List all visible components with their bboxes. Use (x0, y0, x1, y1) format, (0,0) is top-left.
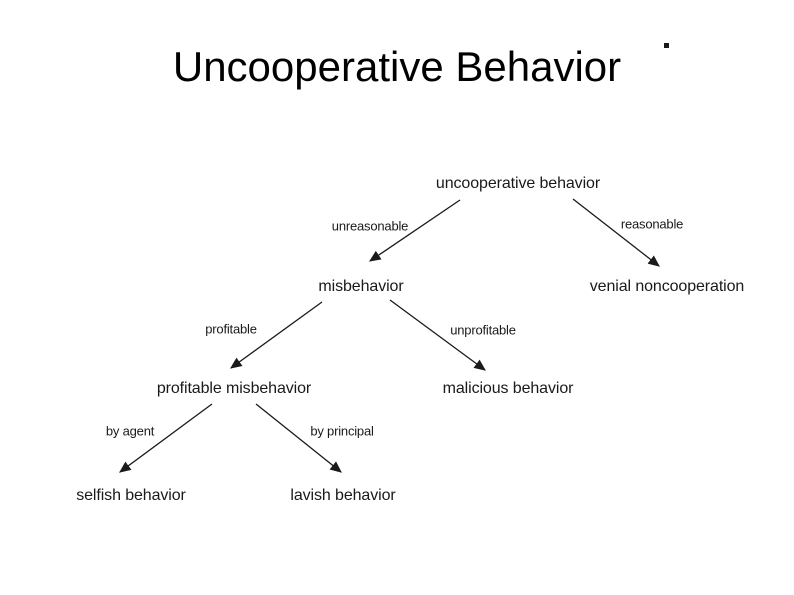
edge-arrow-reasonable (572, 198, 660, 267)
tree-node-misbehavior: misbehavior (318, 278, 404, 295)
edge-label-profitable: profitable (205, 321, 257, 337)
edge-arrow-unreasonable (369, 199, 461, 262)
tree-node-selfish-behavior: selfish behavior (76, 487, 186, 504)
tree-node-malicious-behavior: malicious behavior (442, 380, 574, 397)
stray-dot (664, 43, 669, 48)
edge-arrow-by-principal (255, 403, 342, 473)
edge-arrow-unprofitable (389, 299, 486, 371)
tree-node-lavish-behavior: lavish behavior (290, 487, 396, 504)
edge-label-reasonable: reasonable (620, 216, 684, 232)
tree-node-profitable-misbehavior: profitable misbehavior (156, 380, 312, 397)
tree-node-uncooperative-behavior: uncooperative behavior (435, 175, 601, 192)
edge-label-unreasonable: unreasonable (331, 218, 409, 234)
edge-label-by-principal: by principal (310, 423, 374, 439)
edge-label-by-agent: by agent (105, 423, 155, 439)
edge-label-unprofitable: unprofitable (450, 322, 516, 338)
edge-arrow-by-agent (119, 403, 213, 473)
edge-arrow-profitable (230, 301, 323, 369)
tree-node-venial-noncooperation: venial noncooperation (589, 278, 745, 295)
slide-title: Uncooperative Behavior (172, 43, 622, 90)
